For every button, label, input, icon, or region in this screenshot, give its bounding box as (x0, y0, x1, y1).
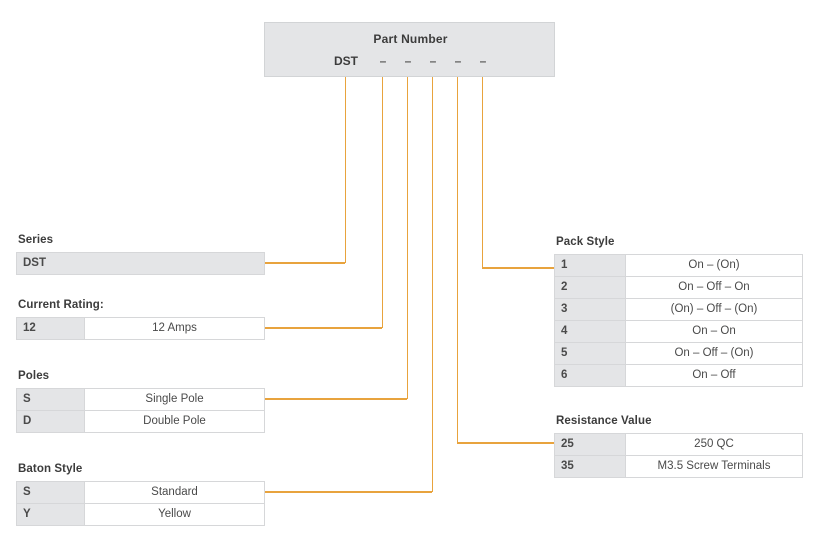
row-description: Standard (84, 481, 265, 504)
row-description: On – (On) (625, 254, 803, 277)
connector-series-vertical (344, 77, 346, 263)
part-number-prefix: DST (334, 54, 358, 68)
row-code: 6 (554, 364, 626, 387)
part-number-slot-2: – (404, 54, 412, 68)
table-row[interactable]: 3 (On) – Off – (On) (554, 298, 803, 321)
row-code: 25 (554, 433, 626, 456)
series-table: DST (16, 252, 265, 275)
row-description: 250 QC (625, 433, 803, 456)
group-resistance-value: Resistance Value 25 250 QC 35 M3.5 Screw… (554, 415, 803, 478)
current-rating-table: 12 12 Amps (16, 317, 265, 340)
row-code: 2 (554, 276, 626, 299)
table-row[interactable]: DST (16, 252, 265, 275)
group-current-rating: Current Rating: 12 12 Amps (16, 299, 265, 340)
connector-resistance-value-horizontal (457, 442, 555, 444)
table-row[interactable]: 4 On – On (554, 320, 803, 343)
part-number-slot-1: – (379, 54, 387, 68)
table-row[interactable]: 6 On – Off (554, 364, 803, 387)
group-baton-style-title: Baton Style (18, 463, 83, 475)
row-description: Yellow (84, 503, 265, 526)
group-poles: Poles S Single Pole D Double Pole (16, 370, 265, 433)
table-row[interactable]: 1 On – (On) (554, 254, 803, 277)
connector-resistance-value-vertical (456, 77, 458, 443)
part-number-slot-3: – (429, 54, 437, 68)
table-row[interactable]: S Single Pole (16, 388, 265, 411)
group-series: Series DST (16, 234, 265, 275)
group-pack-style-title: Pack Style (556, 236, 615, 248)
series-code: DST (16, 252, 265, 275)
table-row[interactable]: 35 M3.5 Screw Terminals (554, 455, 803, 478)
row-code: 3 (554, 298, 626, 321)
row-description: 12 Amps (84, 317, 265, 340)
part-number-header-box: Part Number DST – – – – – (264, 22, 555, 77)
connector-baton-style-horizontal (264, 491, 432, 493)
row-code: 35 (554, 455, 626, 478)
connector-pack-style-vertical (481, 77, 483, 268)
resistance-value-table: 25 250 QC 35 M3.5 Screw Terminals (554, 433, 803, 478)
row-code: 12 (16, 317, 85, 340)
row-code: D (16, 410, 85, 433)
row-description: On – Off – On (625, 276, 803, 299)
connector-baton-style-vertical (431, 77, 433, 492)
row-code: S (16, 481, 85, 504)
group-series-title: Series (18, 234, 54, 246)
part-number-slot-5: – (479, 54, 487, 68)
row-code: 1 (554, 254, 626, 277)
table-row[interactable]: 2 On – Off – On (554, 276, 803, 299)
connector-pack-style-horizontal (482, 267, 555, 269)
group-poles-title: Poles (18, 370, 50, 382)
connector-series-horizontal (264, 262, 345, 264)
page-title: Part Number (373, 32, 448, 46)
poles-table: S Single Pole D Double Pole (16, 388, 265, 433)
connector-current-rating-horizontal (264, 327, 382, 329)
group-baton-style: Baton Style S Standard Y Yellow (16, 463, 265, 526)
row-description: M3.5 Screw Terminals (625, 455, 803, 478)
row-description: On – Off – (On) (625, 342, 803, 365)
table-row[interactable]: Y Yellow (16, 503, 265, 526)
table-row[interactable]: S Standard (16, 481, 265, 504)
group-current-rating-title: Current Rating: (18, 299, 104, 311)
row-code: 5 (554, 342, 626, 365)
table-row[interactable]: 5 On – Off – (On) (554, 342, 803, 365)
row-description: (On) – Off – (On) (625, 298, 803, 321)
row-description: Double Pole (84, 410, 265, 433)
table-row[interactable]: D Double Pole (16, 410, 265, 433)
row-description: On – Off (625, 364, 803, 387)
row-description: Single Pole (84, 388, 265, 411)
connector-current-rating-vertical (381, 77, 383, 328)
row-code: Y (16, 503, 85, 526)
row-code: 4 (554, 320, 626, 343)
row-description: On – On (625, 320, 803, 343)
table-row[interactable]: 25 250 QC (554, 433, 803, 456)
group-resistance-value-title: Resistance Value (556, 415, 652, 427)
baton-style-table: S Standard Y Yellow (16, 481, 265, 526)
part-number-slot-4: – (454, 54, 462, 68)
group-pack-style: Pack Style 1 On – (On) 2 On – Off – On 3… (554, 236, 803, 387)
connector-poles-horizontal (264, 398, 407, 400)
table-row[interactable]: 12 12 Amps (16, 317, 265, 340)
row-code: S (16, 388, 85, 411)
connector-poles-vertical (406, 77, 408, 399)
pack-style-table: 1 On – (On) 2 On – Off – On 3 (On) – Off… (554, 254, 803, 387)
